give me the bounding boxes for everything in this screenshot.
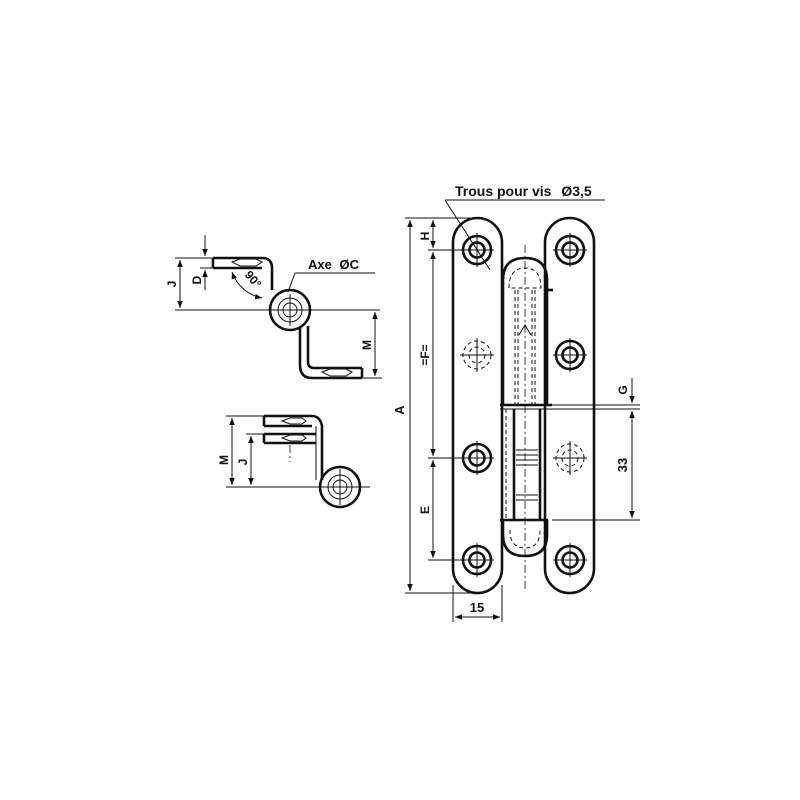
svg-text:J: J bbox=[236, 459, 250, 466]
svg-text:M: M bbox=[217, 455, 231, 465]
dimension-15: 15 bbox=[452, 585, 503, 622]
svg-text:90°: 90° bbox=[242, 268, 265, 291]
screw-hole-leader: Trous pour vis Ø3,5 bbox=[444, 183, 605, 271]
screw-holes-right bbox=[553, 233, 587, 577]
svg-text:H: H bbox=[418, 232, 432, 241]
dimension-G-33: G 33 bbox=[552, 378, 640, 521]
svg-text:M: M bbox=[360, 340, 374, 350]
svg-text:E: E bbox=[418, 506, 432, 514]
svg-text:33: 33 bbox=[615, 458, 630, 472]
side-view-open: 90° Axe ØC J D M bbox=[165, 235, 382, 380]
screw-holes-label: Trous pour vis Ø3,5 bbox=[455, 183, 592, 199]
svg-text:D: D bbox=[190, 275, 204, 284]
svg-text:=F=: =F= bbox=[418, 344, 432, 365]
hinge-knuckle bbox=[500, 245, 553, 590]
dimension-H-F-E: H =F= E bbox=[418, 220, 468, 561]
axis-label: Axe ØC bbox=[308, 257, 360, 272]
left-leaf bbox=[451, 216, 504, 595]
dimension-A: A bbox=[392, 217, 470, 594]
svg-text:G: G bbox=[616, 385, 630, 394]
svg-text:15: 15 bbox=[470, 600, 484, 615]
side-view-closed: M J bbox=[217, 414, 370, 509]
svg-text:J: J bbox=[165, 281, 179, 288]
screw-holes-left bbox=[460, 233, 494, 577]
svg-text:A: A bbox=[392, 405, 407, 415]
